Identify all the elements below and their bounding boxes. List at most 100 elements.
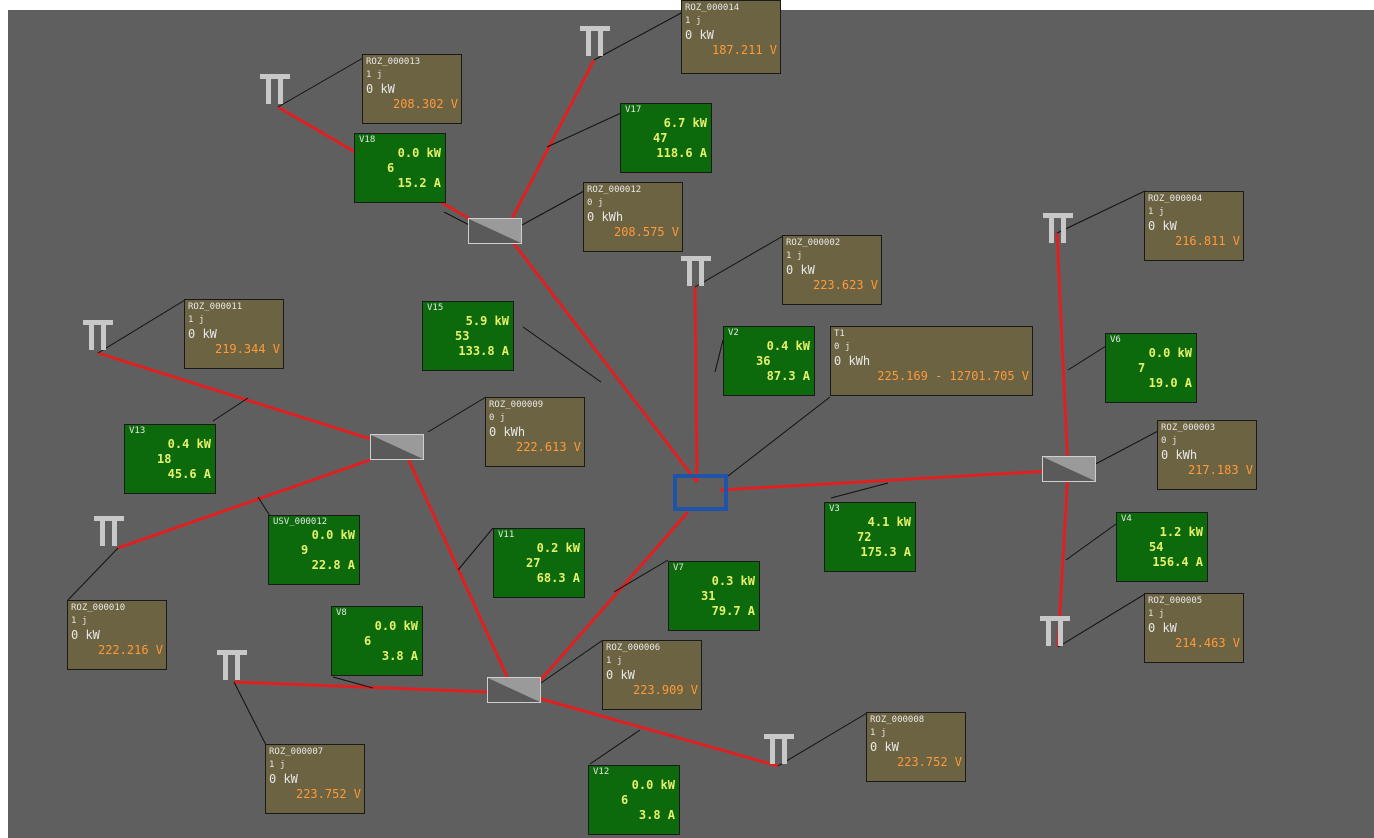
line-power: 5.9 kW — [465, 314, 509, 328]
line-power: 0.2 kW — [536, 541, 580, 555]
outlet-voltage: 217.183 V — [1187, 463, 1253, 477]
line-box[interactable]: V3 4.1 kW 72 175.3 A — [824, 502, 916, 572]
outlet-box[interactable]: ROZ_000013 1 j 0 kW 208.302 V — [362, 54, 462, 124]
line-count: 36 — [756, 354, 771, 368]
outlet-box[interactable]: ROZ_000004 1 j 0 kW 216.811 V — [1144, 191, 1244, 261]
outlet-id: ROZ_000014 — [685, 3, 740, 13]
line-power: 6.7 kW — [663, 116, 707, 130]
pole-icon[interactable] — [92, 516, 126, 546]
outlet-state: 1 j — [1148, 609, 1165, 619]
outlet-power: 0 kW — [786, 263, 815, 277]
outlet-voltage: 223.909 V — [632, 683, 698, 697]
outlet-voltage: 222.216 V — [97, 643, 163, 657]
outlet-voltage: 219.344 V — [214, 342, 280, 356]
outlet-id: ROZ_000009 — [489, 400, 544, 410]
outlet-state: 1 j — [71, 616, 88, 626]
outlet-voltage: 223.752 V — [896, 755, 962, 769]
line-box[interactable]: V17 6.7 kW 47 118.6 A — [620, 103, 712, 173]
transformer-icon[interactable] — [468, 218, 522, 244]
line-id: V18 — [359, 135, 376, 145]
line-box[interactable]: V6 0.0 kW 7 19.0 A — [1105, 333, 1197, 403]
line-current: 15.2 A — [397, 176, 441, 190]
line-count: 6 — [364, 634, 372, 648]
outlet-power: 0 kW — [685, 28, 714, 42]
line-power: 0.0 kW — [397, 146, 441, 160]
line-current: 3.8 A — [638, 808, 675, 822]
line-id: V4 — [1121, 514, 1132, 524]
pole-icon[interactable] — [1041, 213, 1075, 243]
outlet-box[interactable]: ROZ_000006 1 j 0 kW 223.909 V — [602, 640, 702, 710]
outlet-box[interactable]: ROZ_000008 1 j 0 kW 223.752 V — [866, 712, 966, 782]
line-count: 6 — [621, 793, 629, 807]
line-id: V2 — [728, 328, 739, 338]
line-box[interactable]: V2 0.4 kW 36 87.3 A — [723, 326, 815, 396]
outlet-power: 0 kWh — [489, 425, 526, 439]
outlet-box[interactable]: ROZ_000010 1 j 0 kW 222.216 V — [67, 600, 167, 670]
network-wires — [67, 11, 1159, 768]
t1-state: 0 j — [834, 342, 851, 352]
outlet-state: 1 j — [188, 315, 205, 325]
pole-icon[interactable] — [1038, 616, 1072, 646]
outlet-state: 1 j — [1148, 207, 1165, 217]
outlet-box[interactable]: ROZ_000002 1 j 0 kW 223.623 V — [782, 235, 882, 305]
outlet-id: ROZ_000011 — [188, 302, 243, 312]
outlet-power: 0 kW — [366, 82, 395, 96]
outlet-power: 0 kWh — [587, 210, 624, 224]
line-power: 0.4 kW — [766, 339, 810, 353]
line-id: USV_000012 — [273, 517, 328, 527]
line-id: V3 — [829, 504, 840, 514]
outlet-id: ROZ_000007 — [269, 747, 324, 757]
outlet-state: 0 j — [489, 413, 506, 423]
line-box[interactable]: USV_000012 0.0 kW 9 22.8 A — [268, 515, 360, 585]
t1-info-box[interactable]: T1 0 j 0 kWh 225.169 - 12701.705 V — [830, 326, 1033, 396]
pole-icon[interactable] — [578, 26, 612, 56]
line-power: 1.2 kW — [1159, 525, 1203, 539]
outlet-id: ROZ_000012 — [587, 185, 642, 195]
pole-icon[interactable] — [762, 734, 796, 764]
outlet-power: 0 kW — [606, 668, 635, 682]
outlet-voltage: 214.463 V — [1174, 636, 1240, 650]
outlet-box[interactable]: ROZ_000012 0 j 0 kWh 208.575 V — [583, 182, 683, 252]
transformer-icon[interactable] — [370, 434, 424, 460]
network-canvas[interactable]: T1 0 j 0 kWh 225.169 - 12701.705 V ROZ_0… — [8, 0, 1374, 838]
main-substation-node[interactable] — [673, 474, 728, 511]
transformer-icon[interactable] — [487, 677, 541, 703]
outlet-box[interactable]: ROZ_000009 0 j 0 kWh 222.613 V — [485, 397, 585, 467]
line-box[interactable]: V4 1.2 kW 54 156.4 A — [1116, 512, 1208, 582]
pole-icon[interactable] — [679, 256, 713, 286]
line-box[interactable]: V13 0.4 kW 18 45.6 A — [124, 424, 216, 494]
outlet-box[interactable]: ROZ_000014 1 j 0 kW 187.211 V — [681, 0, 781, 74]
outlet-power: 0 kW — [71, 628, 100, 642]
line-box[interactable]: V7 0.3 kW 31 79.7 A — [668, 561, 760, 631]
outlet-power: 0 kW — [269, 772, 298, 786]
line-count: 72 — [857, 530, 872, 544]
line-id: V12 — [593, 767, 610, 777]
line-id: V15 — [427, 303, 444, 313]
transformer-icon[interactable] — [1042, 456, 1096, 482]
line-current: 3.8 A — [381, 649, 418, 663]
line-box[interactable]: V8 0.0 kW 6 3.8 A — [331, 606, 423, 676]
pole-icon[interactable] — [258, 74, 292, 104]
outlet-state: 0 j — [587, 198, 604, 208]
outlet-state: 0 j — [1161, 436, 1178, 446]
line-count: 53 — [455, 329, 470, 343]
line-box[interactable]: V18 0.0 kW 6 15.2 A — [354, 133, 446, 203]
outlet-power: 0 kW — [188, 327, 217, 341]
pole-icon[interactable] — [215, 650, 249, 680]
outlet-box[interactable]: ROZ_000003 0 j 0 kWh 217.183 V — [1157, 420, 1257, 490]
line-current: 68.3 A — [536, 571, 580, 585]
pole-icon[interactable] — [81, 320, 115, 350]
outlet-box[interactable]: ROZ_000011 1 j 0 kW 219.344 V — [184, 299, 284, 369]
outlet-id: ROZ_000010 — [71, 603, 126, 613]
outlet-box[interactable]: ROZ_000007 1 j 0 kW 223.752 V — [265, 744, 365, 814]
outlet-power: 0 kWh — [1161, 448, 1198, 462]
outlet-state: 1 j — [870, 728, 887, 738]
outlet-box[interactable]: ROZ_000005 1 j 0 kW 214.463 V — [1144, 593, 1244, 663]
line-power: 0.0 kW — [374, 619, 418, 633]
outlet-id: ROZ_000005 — [1148, 596, 1203, 606]
line-box[interactable]: V12 0.0 kW 6 3.8 A — [588, 765, 680, 835]
outlet-id: ROZ_000006 — [606, 643, 661, 653]
line-box[interactable]: V11 0.2 kW 27 68.3 A — [493, 528, 585, 598]
line-current: 133.8 A — [458, 344, 509, 358]
line-box[interactable]: V15 5.9 kW 53 133.8 A — [422, 301, 514, 371]
